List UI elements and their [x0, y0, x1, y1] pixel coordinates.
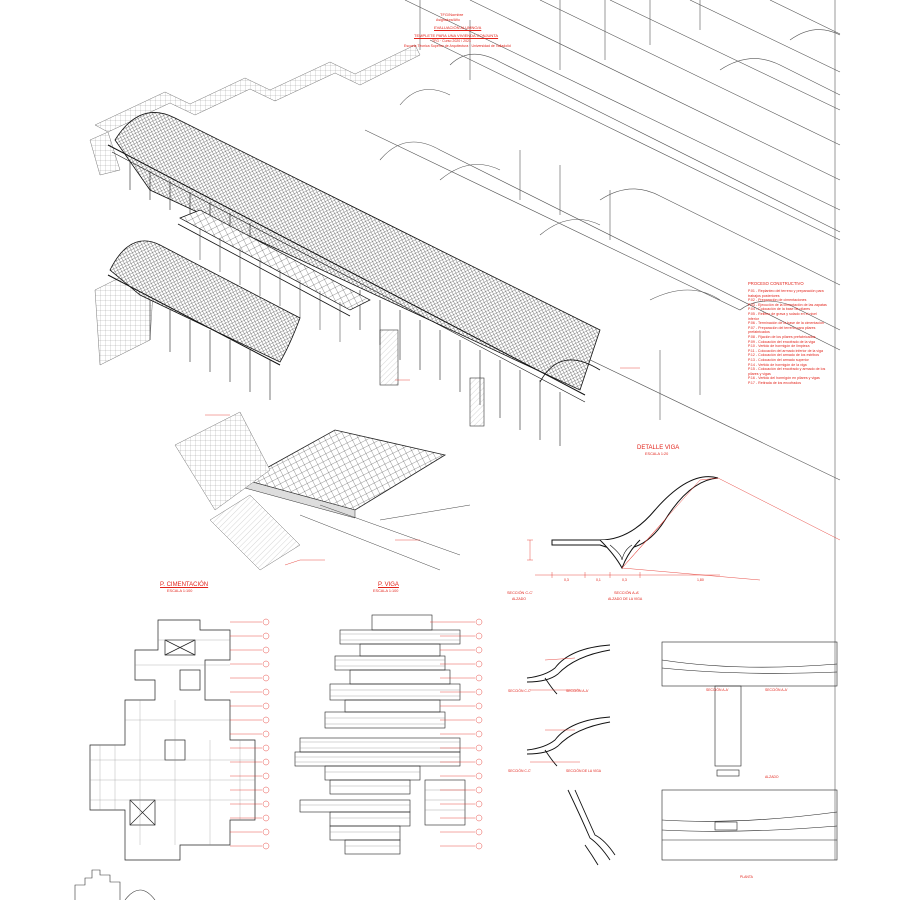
- detail-dim-3: 0,3: [622, 578, 627, 582]
- legend-item: P.04 - Colocación de la base de pilares: [748, 307, 811, 312]
- detail-dim-1: 0,3: [564, 578, 569, 582]
- legend-item: P.16 - Vertido del hormigón en pilares y…: [748, 376, 820, 381]
- legend-title: PROCESO CONSTRUCTIVO: [748, 281, 804, 286]
- foundation-grid-3d: [174, 411, 471, 571]
- detail-section-2b: ALZADO DE LA VIGA: [608, 597, 643, 601]
- header-line-5: TFG · Curso 2020 / 2021: [432, 39, 471, 43]
- detail-title: DETALLE VIGA: [637, 445, 680, 451]
- construction-legend: PROCESO CONSTRUCTIVO P.01 - Replanteo de…: [748, 281, 828, 385]
- legend-item: P.07 - Preparación del terreno para pila…: [748, 325, 816, 335]
- legend-item: P.11 - Colocación del armado inferior de…: [748, 348, 823, 353]
- section-label-c1: SECCIÓN A-A': [706, 688, 729, 692]
- header-line-2: Asignatura/Año: [436, 18, 460, 22]
- detail-dim-4: 1,80: [697, 578, 704, 582]
- legend-item: P.02 - Preparación de cimentaciones: [748, 298, 807, 303]
- legend-item: P.15 - Colocación del encofrado y armado…: [748, 367, 826, 376]
- legend-item: P.03 - Ejecución de la cimentación de la…: [748, 302, 827, 307]
- section-label-b1: SECCIÓN C-C': [508, 769, 532, 773]
- detail-dim-2: 0,1: [596, 578, 601, 582]
- legend-item: P.13 - Colocación del armado superior: [748, 357, 809, 362]
- section-label-c2: SECCIÓN A-A': [765, 688, 788, 692]
- pergola: [177, 209, 485, 427]
- legend-item: P.10 - Vertido de hormigón de limpieza: [748, 344, 810, 349]
- beam-plan-title: P. VIGA: [378, 582, 399, 588]
- detail-section-1: SECCIÓN C-C': [507, 591, 533, 595]
- header-line-3: EVALUACIÓN ALUMNO/A: [434, 25, 482, 30]
- section-label-c3: ALZADO: [765, 775, 779, 779]
- beam-plan: [294, 614, 466, 855]
- section-label-a2: SECCIÓN A-A': [566, 689, 589, 693]
- foundation-plan-scale: ESCALA 1:100: [167, 589, 193, 593]
- small-sections: [526, 644, 616, 866]
- section-label-c4: PLANTA: [740, 875, 753, 879]
- legend-item: P.08 - Fijación de los pilares prefabric…: [748, 334, 816, 339]
- background-roofs: [329, 0, 841, 860]
- legend-item: P.14 - Vertido de hormigón de la viga: [748, 362, 807, 367]
- legend-item: P.09 - Colocación del encofrado de la vi…: [748, 339, 816, 344]
- legend-item: P.06 - Terminación de la base de la cime…: [748, 321, 824, 326]
- legend-item: P.05 - Relleno de grava y solado en el n…: [748, 311, 817, 321]
- foundation-plan: [89, 619, 256, 861]
- section-label-a1: SECCIÓN C-C': [508, 689, 532, 693]
- header-line-1: TFG/Nombre: [440, 12, 464, 17]
- header-line-6: Escuela Técnica Superior de Arquitectura…: [404, 44, 511, 48]
- header-line-4: TEMPLETE PARA UNA VIVIENDA CONJUNTA: [414, 33, 499, 38]
- detail-scale: ESCALA 1:20: [645, 452, 669, 456]
- logo-mark: [74, 869, 156, 900]
- plan-axis-markers: [230, 618, 483, 850]
- axo-callouts: [205, 367, 640, 566]
- detail-section-1b: ALZADO: [512, 597, 527, 601]
- legend-list: P.01 - Replanteo del terreno y preparaci…: [748, 289, 828, 385]
- beam-plan-scale: ESCALA 1:100: [373, 589, 399, 593]
- legend-item: P.12 - Colocación del armado de los estr…: [748, 353, 820, 358]
- legend-item: P.17 - Retirada de los encofrados: [748, 380, 802, 385]
- main-vault-hall: [107, 112, 601, 446]
- foundation-plan-title: P. CIMENTACIÓN: [160, 582, 209, 588]
- legend-item: P.01 - Replanteo del terreno y preparaci…: [748, 289, 824, 298]
- section-label-b2: SECCIÓN DE LA VIGA: [566, 769, 602, 773]
- beam-detail: [527, 476, 841, 581]
- detail-section-2: SECCIÓN A-A': [614, 591, 640, 595]
- beam-elevations: [661, 641, 838, 861]
- secondary-vault-wing: [107, 240, 301, 400]
